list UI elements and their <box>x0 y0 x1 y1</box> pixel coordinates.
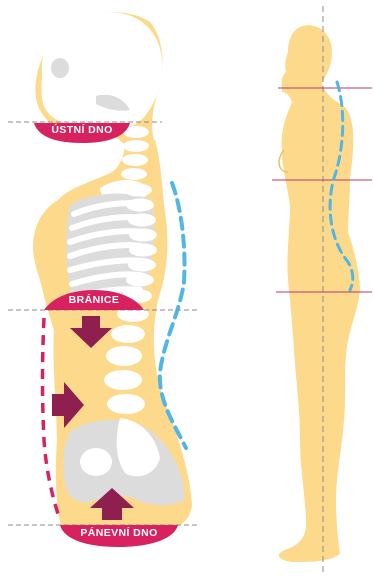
diaphragm-label: BRÁNICE <box>44 294 144 306</box>
pelvic-floor-label: PÁNEVNÍ DNO <box>60 527 178 539</box>
standing-figure <box>272 6 372 574</box>
eye-socket <box>51 58 69 78</box>
hip-joint <box>80 448 112 476</box>
oral-floor-label: ÚSTNÍ DNO <box>34 124 130 136</box>
standing-silhouette <box>279 25 360 562</box>
side-view-figure <box>8 12 200 547</box>
